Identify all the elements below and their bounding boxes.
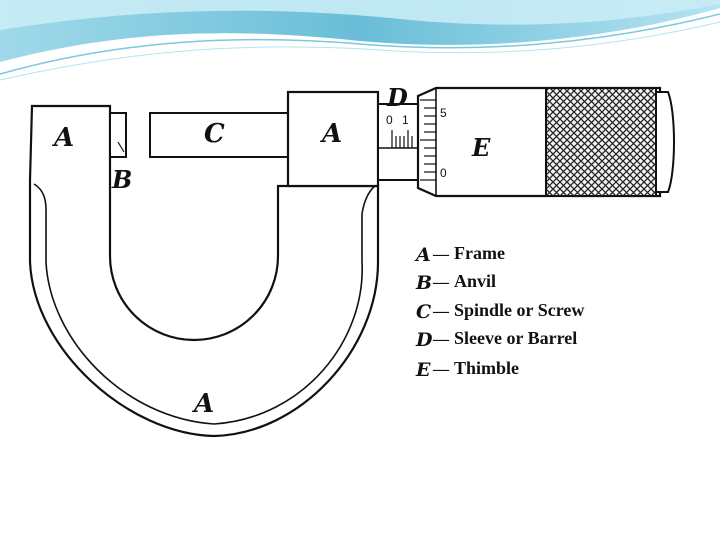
svg-text:E: E	[415, 359, 431, 381]
label-thimble: E	[471, 133, 491, 162]
svg-text:Spindle or Screw: Spindle or Screw	[454, 300, 584, 320]
legend-item-thimble: E — Thimble	[415, 358, 519, 381]
thimble-scale-5: 5	[440, 106, 447, 120]
frame-inner-edge	[33, 183, 379, 425]
svg-text:—: —	[432, 246, 450, 263]
legend-item-frame: A — Frame	[414, 243, 505, 266]
label-frame-left: A	[51, 123, 74, 153]
svg-text:—: —	[432, 331, 450, 348]
label-spindle: C	[204, 119, 225, 149]
label-sleeve: D	[386, 83, 408, 112]
svg-text:Sleeve or Barrel: Sleeve or Barrel	[454, 328, 577, 348]
anvil	[109, 112, 127, 158]
thimble-scale-0: 0	[440, 166, 447, 180]
svg-text:C: C	[416, 301, 431, 323]
legend-item-anvil: B — Anvil	[415, 271, 496, 294]
svg-text:Anvil: Anvil	[454, 271, 496, 291]
svg-text:B: B	[415, 272, 432, 294]
svg-text:D: D	[415, 329, 433, 351]
legend: A — Frame B — Anvil C — Spindle or Screw…	[414, 243, 584, 381]
sleeve-ticks	[391, 130, 413, 148]
label-frame-block: A	[319, 119, 342, 149]
svg-text:—: —	[432, 303, 450, 320]
svg-text:—: —	[432, 274, 450, 291]
spindle	[149, 112, 291, 158]
ratchet-cap	[655, 91, 675, 193]
svg-text:—: —	[432, 361, 450, 378]
frame	[28, 104, 380, 438]
svg-text:Frame: Frame	[454, 243, 505, 263]
header-wave	[0, 0, 720, 81]
sleeve-scale-0: 0	[386, 113, 393, 127]
label-anvil: B	[111, 165, 132, 194]
sleeve-scale-1: 1	[402, 113, 409, 127]
legend-item-spindle: C — Spindle or Screw	[416, 300, 584, 323]
svg-text:A: A	[414, 244, 431, 266]
thimble-knurl	[545, 87, 657, 197]
label-frame-bottom: A	[191, 389, 214, 419]
thimble-ticks	[420, 99, 436, 181]
legend-item-sleeve: D — Sleeve or Barrel	[415, 328, 577, 351]
svg-text:Thimble: Thimble	[454, 358, 519, 378]
